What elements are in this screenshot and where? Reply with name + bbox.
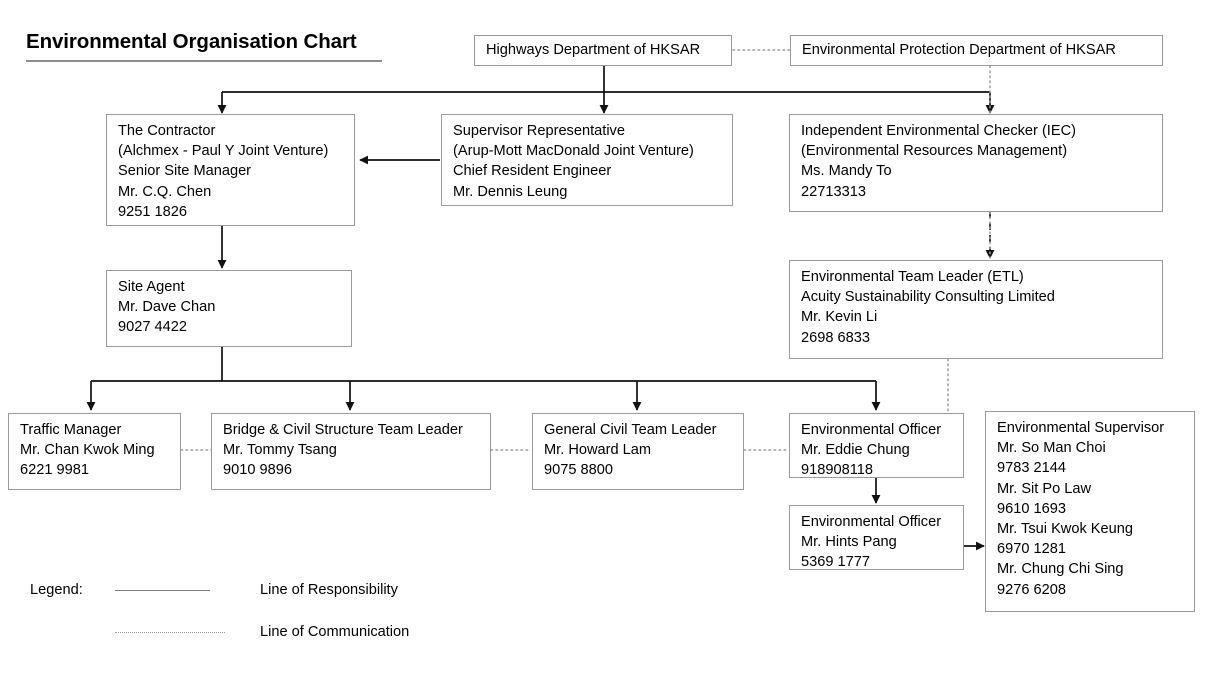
box-highways-department[interactable]: Highways Department of HKSAR [474,35,732,66]
box-the-contractor[interactable]: The Contractor (Alchmex - Paul Y Joint V… [106,114,355,226]
legend-responsibility-text: Line of Responsibility [260,582,398,598]
title-underline [26,60,382,62]
box-traffic-manager[interactable]: Traffic Manager Mr. Chan Kwok Ming 6221 … [8,413,181,490]
box-supervisor-representative[interactable]: Supervisor Representative (Arup-Mott Mac… [441,114,733,206]
box-general-civil-team-leader[interactable]: General Civil Team Leader Mr. Howard Lam… [532,413,744,490]
box-site-agent[interactable]: Site Agent Mr. Dave Chan 9027 4422 [106,270,352,347]
box-environmental-officer-hints-pang[interactable]: Environmental Officer Mr. Hints Pang 536… [789,505,964,570]
box-independent-environmental-checker[interactable]: Independent Environmental Checker (IEC) … [789,114,1163,212]
page-title: Environmental Organisation Chart [26,30,357,53]
legend-label: Legend: [30,582,83,598]
box-environmental-team-leader[interactable]: Environmental Team Leader (ETL) Acuity S… [789,260,1163,359]
box-environmental-supervisor[interactable]: Environmental Supervisor Mr. So Man Choi… [985,411,1195,612]
box-environmental-officer-eddie-chung[interactable]: Environmental Officer Mr. Eddie Chung 91… [789,413,964,478]
box-environmental-protection-department[interactable]: Environmental Protection Department of H… [790,35,1163,66]
legend-communication-text: Line of Communication [260,624,410,640]
legend-solid-swatch [115,590,210,591]
legend-dotted-swatch [115,632,225,633]
box-bridge-civil-structure-team-leader[interactable]: Bridge & Civil Structure Team Leader Mr.… [211,413,491,490]
